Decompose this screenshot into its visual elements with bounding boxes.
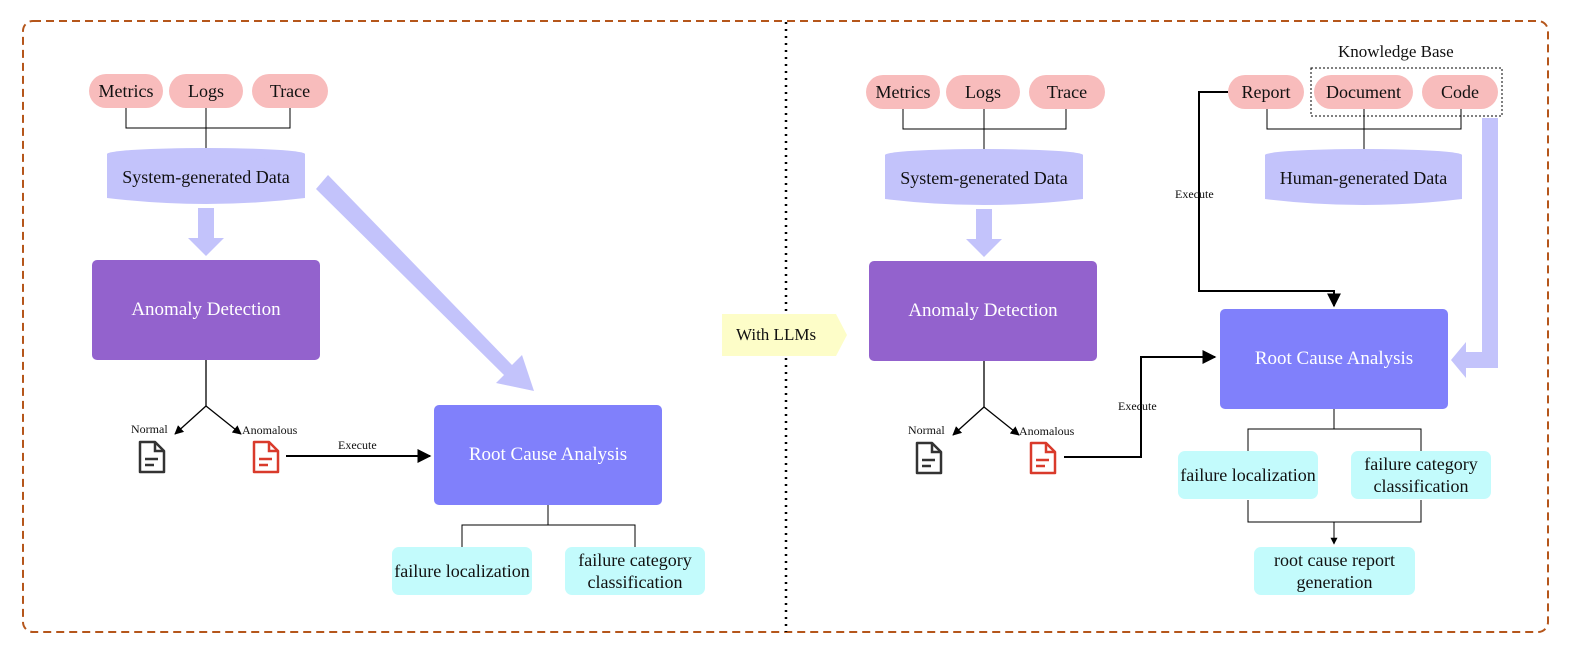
left-input-connector [125, 108, 291, 148]
document-icon [1029, 441, 1057, 475]
right-code-to-rca-arrow [1451, 118, 1498, 378]
metrics-pill: Metrics [866, 75, 940, 109]
left-data-to-detection-arrow [188, 208, 224, 256]
right-report-execute-arrow [1198, 91, 1341, 308]
right-anomalous-execute-arrow [1064, 350, 1217, 458]
document-icon [138, 440, 166, 474]
code-pill: Code [1422, 75, 1498, 109]
human-data-cylinder: Human-generated Data [1265, 149, 1462, 207]
normal-label: Normal [908, 423, 945, 437]
anomalous-label: Anomalous [1019, 424, 1075, 438]
document-pill: Document [1314, 75, 1413, 109]
anomaly-detection-box: Anomaly Detection [92, 260, 320, 360]
right-data-to-detection-arrow [966, 209, 1002, 257]
failure-category-box: failure category classification [565, 547, 705, 595]
left-data-to-rca-arrow [316, 175, 534, 391]
right-human-input-connector [1266, 109, 1462, 149]
right-merge-connector [1247, 500, 1422, 523]
anomalous-label: Anomalous [242, 423, 298, 437]
normal-label: Normal [131, 422, 168, 436]
execute-label: Execute [1175, 187, 1214, 201]
system-data-cylinder: System-generated Data [107, 148, 305, 206]
with-llms-arrow: With LLMs [722, 310, 847, 360]
trace-pill: Trace [1029, 75, 1105, 109]
failure-localization-box: failure localization [1178, 451, 1318, 499]
left-output-connector [461, 505, 636, 547]
system-data-label: System-generated Data [900, 168, 1068, 188]
knowledge-base-title: Knowledge Base [1338, 42, 1454, 61]
system-data-cylinder: System-generated Data [885, 149, 1083, 207]
root-cause-analysis-box: Root Cause Analysis [1220, 309, 1448, 409]
execute-label: Execute [1118, 399, 1157, 413]
root-cause-analysis-box: Root Cause Analysis [434, 405, 662, 505]
knowledge-base-outline [1310, 67, 1503, 117]
human-data-label: Human-generated Data [1279, 168, 1448, 188]
report-pill: Report [1228, 75, 1304, 109]
logs-pill: Logs [946, 75, 1020, 109]
document-icon [915, 441, 943, 475]
anomaly-detection-box: Anomaly Detection [869, 261, 1097, 361]
trace-pill: Trace [252, 74, 328, 108]
with-llms-label: With LLMs [736, 325, 817, 344]
right-output-connector [1247, 409, 1422, 451]
execute-label: Execute [338, 438, 377, 452]
failure-localization-box: failure localization [392, 547, 532, 595]
document-icon [252, 440, 280, 474]
logs-pill: Logs [169, 74, 243, 108]
right-input-connector [902, 109, 1067, 149]
failure-category-box: failure category classification [1351, 451, 1491, 499]
root-cause-report-box: root cause report generation [1254, 547, 1415, 595]
system-data-label: System-generated Data [122, 167, 290, 187]
metrics-pill: Metrics [89, 74, 163, 108]
